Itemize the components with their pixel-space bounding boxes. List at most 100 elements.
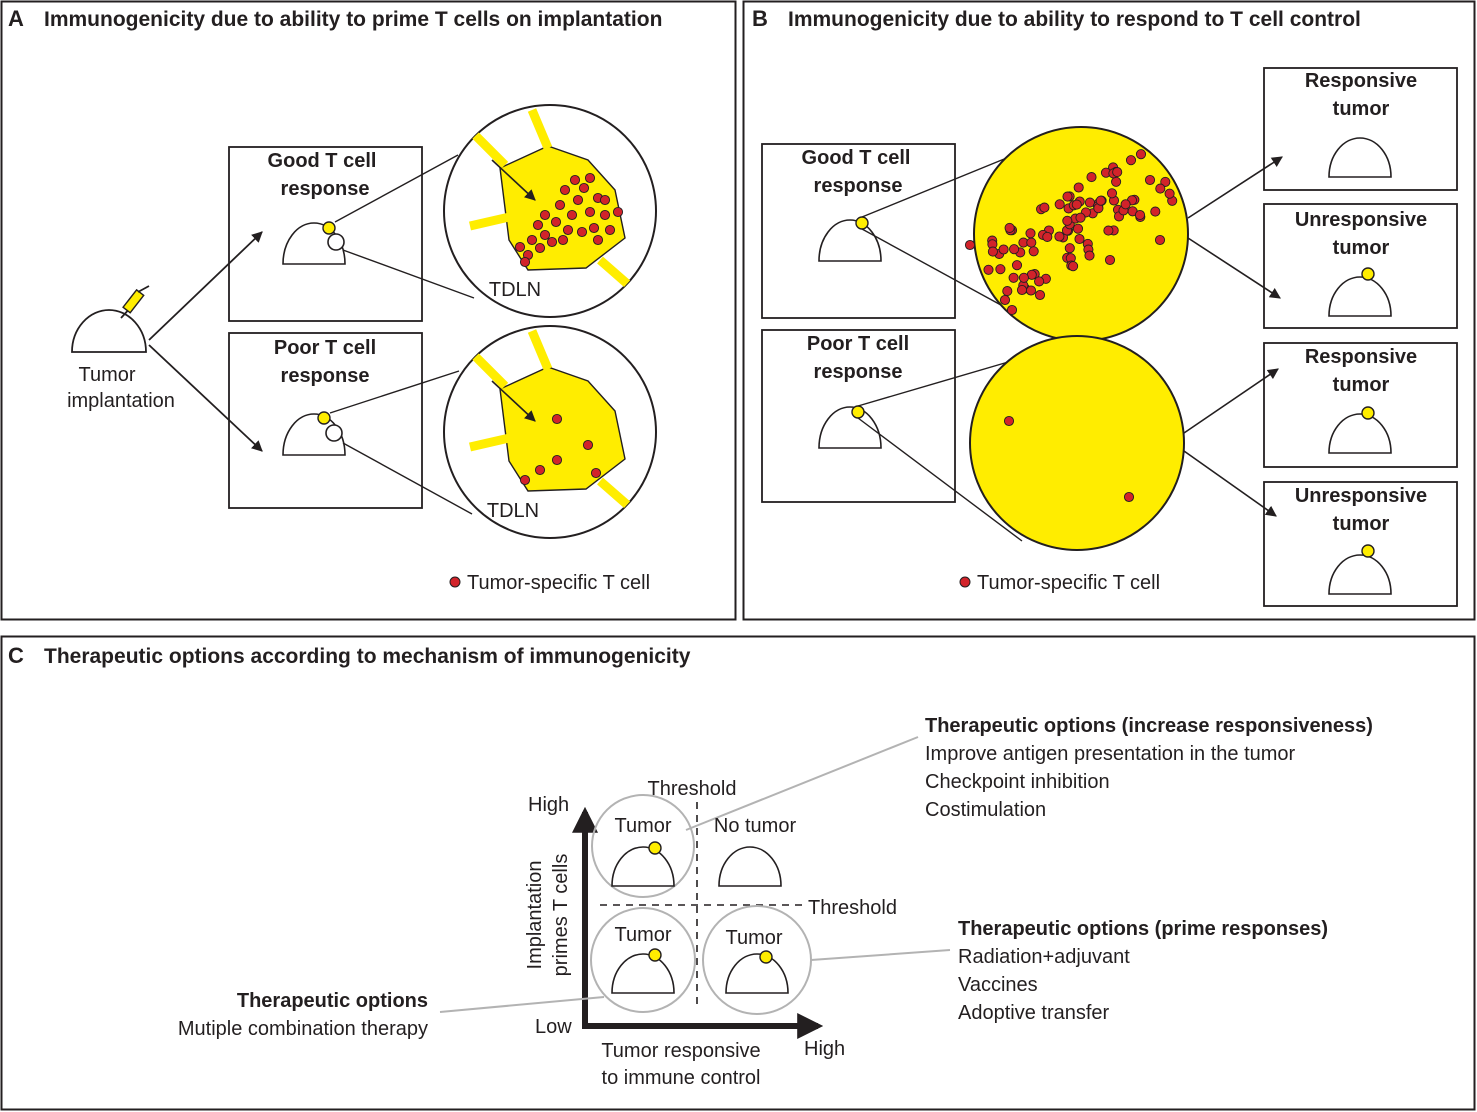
tcell-dot	[983, 264, 994, 275]
tcell-dot	[569, 174, 581, 186]
implant-label-1: Tumor	[78, 364, 135, 386]
svg-text:Checkpoint inhibition: Checkpoint inhibition	[925, 771, 1110, 793]
panel-a-letter: A	[8, 6, 24, 31]
arrow-outcome-4	[1183, 450, 1277, 517]
good-tumor-icon	[282, 221, 346, 265]
tcell-dot	[1144, 174, 1156, 186]
tcell-dot	[1073, 182, 1084, 193]
tcell-dot	[1150, 206, 1161, 217]
tcell-dot	[1084, 250, 1095, 261]
panel-b: B Immunogenicity due to ability to respo…	[742, 0, 1476, 621]
callout-line-top	[685, 736, 919, 831]
b-poor-response-box	[761, 329, 956, 503]
lymph-node-poor	[443, 325, 657, 539]
svg-text:Radiation+adjuvant: Radiation+adjuvant	[958, 946, 1130, 968]
tcell-dot	[584, 172, 596, 184]
arrow-outcome-2	[1187, 237, 1281, 299]
tcell-dot	[572, 194, 584, 206]
tcell-dot	[599, 209, 611, 221]
tcell-dot	[1074, 233, 1085, 245]
tcell-dot	[1155, 183, 1166, 194]
b-node-good	[973, 126, 1189, 342]
tcell-dot	[1104, 254, 1116, 266]
quadrant-top-left: Tumor	[591, 794, 695, 898]
b-good-tumor-icon	[818, 216, 882, 262]
good-response-label-2: response	[281, 178, 370, 200]
tcell-dot	[1004, 222, 1015, 233]
quadrant-bottom-left: Tumor	[590, 907, 696, 1013]
b-node-poor-tcells	[1003, 415, 1135, 503]
tcell-dot	[1068, 261, 1079, 272]
tcell-dot	[592, 234, 604, 246]
tcell-dot	[584, 206, 596, 218]
svg-text:tumor: tumor	[1333, 237, 1390, 259]
poor-tumor-icon	[282, 411, 346, 456]
x-axis-label-2: to immune control	[602, 1067, 761, 1089]
tcell-dot	[1054, 199, 1065, 210]
zoom-line	[861, 154, 1015, 218]
panel-a-title: Immunogenicity due to ability to prime T…	[44, 8, 662, 31]
svg-text:Responsive: Responsive	[1305, 346, 1417, 368]
tcell-dot	[559, 184, 571, 196]
tcell-dot	[1064, 243, 1075, 254]
tcell-dot	[1164, 188, 1175, 199]
threshold-label-top: Threshold	[648, 778, 737, 800]
outcome-box-unresponsive-1: Unresponsive tumor	[1263, 203, 1458, 329]
options-combination: Therapeutic options Mutiple combination …	[178, 990, 428, 1040]
tcell-dot	[1034, 276, 1045, 287]
panel-c-title: Therapeutic options according to mechani…	[44, 645, 691, 668]
arrow-to-poor	[148, 344, 263, 452]
zoom-line	[334, 154, 459, 223]
good-response-box	[228, 146, 423, 322]
zoom-line	[342, 442, 473, 515]
tcell-dot	[546, 236, 558, 248]
zoom-line	[857, 359, 1016, 407]
tcell-dot	[599, 194, 611, 206]
tcell-dot	[1086, 172, 1097, 183]
panel-a: A Immunogenicity due to ability to prime…	[0, 0, 737, 621]
tcell-dot	[1123, 491, 1135, 503]
tcell-dot	[1011, 260, 1023, 271]
tcell-dot	[532, 219, 544, 231]
tcell-dot	[590, 467, 602, 479]
svg-text:Costimulation: Costimulation	[925, 799, 1046, 821]
implanted-tumor	[71, 285, 150, 353]
svg-text:Tumor: Tumor	[614, 815, 671, 837]
tcell-dot	[1120, 199, 1131, 210]
tcell-dot	[1062, 215, 1073, 226]
tcell-dot	[987, 246, 998, 257]
good-response-label-1: Good T cell	[268, 150, 377, 172]
svg-text:Unresponsive: Unresponsive	[1295, 485, 1427, 507]
tdln-label: TDLN	[487, 500, 539, 522]
tcell-dot	[1125, 155, 1137, 166]
tcell-dot	[998, 244, 1009, 255]
b-node-good-tcells	[964, 149, 1178, 316]
tcell-dot	[550, 216, 562, 228]
tcell-dot	[1112, 167, 1123, 178]
tcell-dot	[1160, 176, 1171, 187]
y-low-label: Low	[535, 1016, 572, 1038]
svg-text:Tumor: Tumor	[725, 927, 782, 949]
tcell-dot	[534, 464, 546, 476]
svg-text:Therapeutic options (increase: Therapeutic options (increase responsive…	[925, 715, 1373, 737]
zoom-line	[329, 370, 460, 414]
svg-text:Therapeutic options: Therapeutic options	[237, 990, 428, 1012]
poor-response-box	[228, 332, 423, 509]
svg-text:Responsive: Responsive	[1305, 70, 1417, 92]
tcell-dot	[551, 413, 563, 425]
tcell-dot	[551, 454, 563, 466]
tcell-dot	[534, 242, 546, 254]
tcell-dot	[566, 209, 578, 221]
svg-text:tumor: tumor	[1333, 513, 1390, 535]
b-poor-tumor-icon	[818, 405, 882, 449]
panel-c-frame	[0, 635, 1476, 1111]
tcell-dot	[1103, 225, 1114, 236]
callout-line-right	[810, 949, 951, 961]
tcell-dot	[1111, 176, 1122, 187]
poor-response-label-1: Poor T cell	[274, 337, 376, 359]
tcell-dot	[1025, 228, 1036, 239]
tcell-dot	[1028, 246, 1039, 257]
panel-b-title: Immunogenicity due to ability to respond…	[788, 8, 1361, 31]
tcell-dot	[1008, 272, 1019, 283]
